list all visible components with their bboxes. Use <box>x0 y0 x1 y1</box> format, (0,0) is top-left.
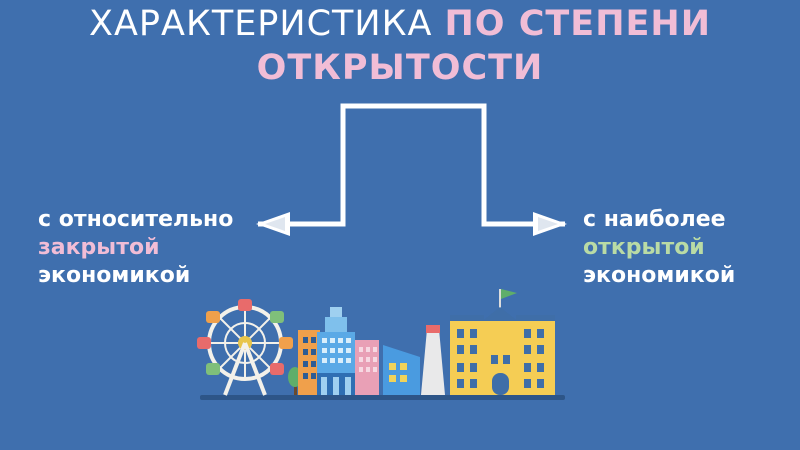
connector-lines <box>258 103 565 227</box>
left-label-line3: экономикой <box>38 263 191 288</box>
ground-shadow <box>200 395 565 400</box>
title-prefix: ХАРАКТЕРИСТИКА <box>89 4 445 44</box>
page-title-line2: ОТКРЫТОСТИ <box>256 48 544 88</box>
city-illustration-icon <box>197 289 565 400</box>
left-label-line2: закрытой <box>38 235 160 260</box>
right-label-line3: экономикой <box>583 263 736 288</box>
pink-building-icon <box>355 340 379 395</box>
chimney-icon <box>421 325 445 395</box>
right-label-line2: открытой <box>583 235 705 260</box>
title-highlight: ПО СТЕПЕНИ <box>444 4 711 44</box>
school-building-icon <box>450 289 555 395</box>
sloped-building-icon <box>383 345 420 395</box>
left-triangle-arrow-icon <box>256 212 290 236</box>
orange-building-icon <box>298 330 320 395</box>
right-triangle-arrow-icon <box>533 212 567 236</box>
page-title-line1: ХАРАКТЕРИСТИКА ПО СТЕПЕНИ <box>0 2 800 46</box>
closed-economy-label: с относительно закрытой экономикой <box>38 206 233 290</box>
open-economy-label: с наиболее открытой экономикой <box>583 206 735 290</box>
blue-tower-icon <box>317 307 355 395</box>
left-label-line1: с относительно <box>38 207 234 232</box>
ferris-wheel-icon <box>197 299 293 396</box>
right-label-line1: с наиболее <box>583 207 726 232</box>
